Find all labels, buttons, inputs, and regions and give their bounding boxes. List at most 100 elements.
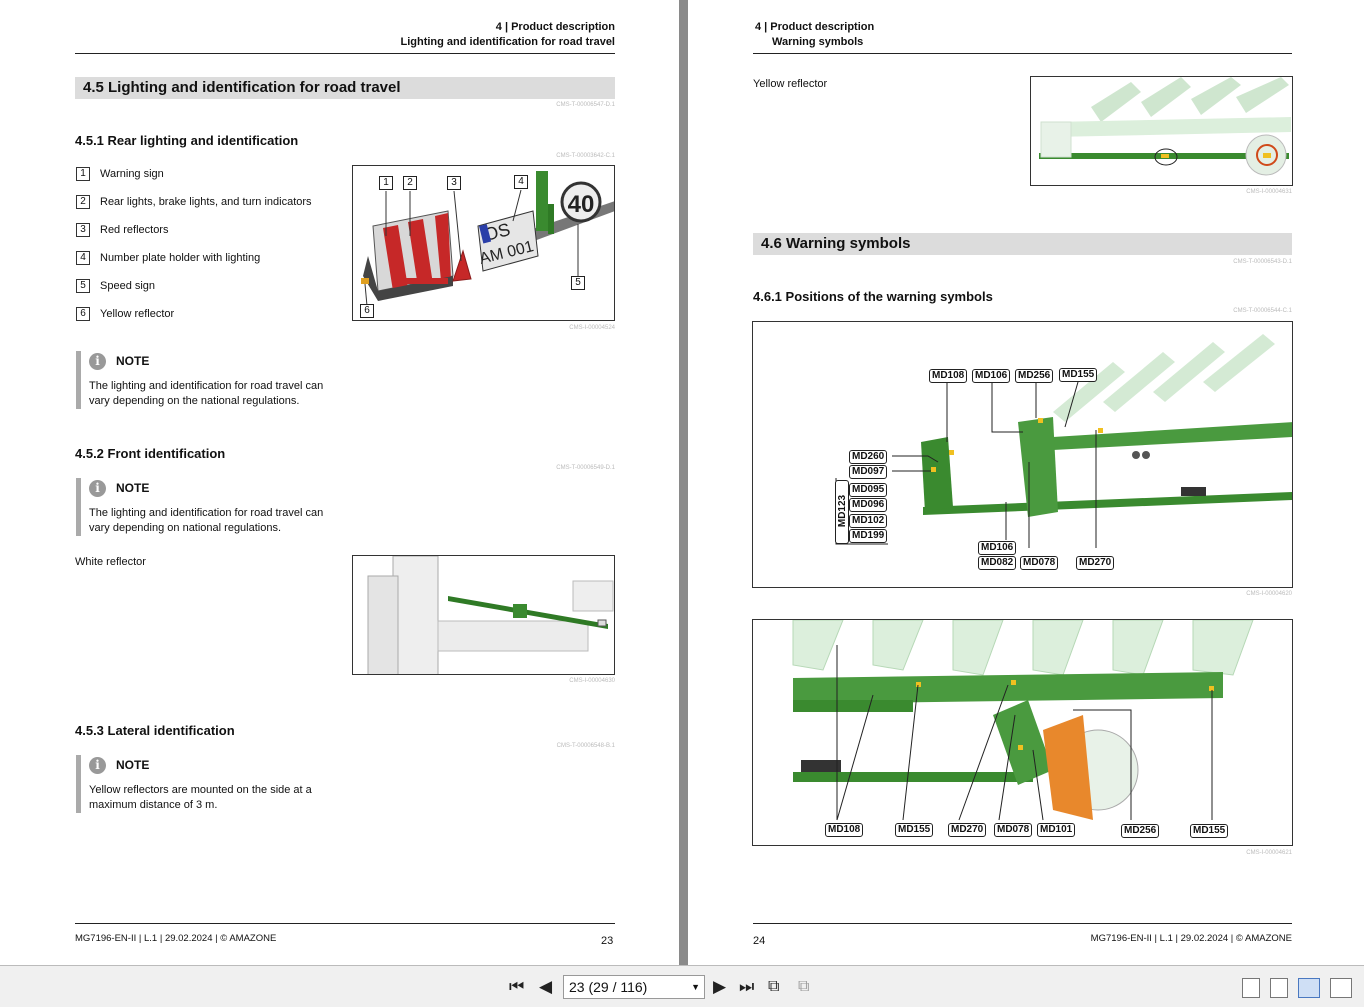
subsection-title: 4.5.3 Lateral identification xyxy=(75,723,235,738)
cms-code: CMS-T-00006544-C.1 xyxy=(1233,308,1292,314)
white-reflector-label: White reflector xyxy=(75,556,146,568)
footer-text: MG7196-EN-II | L.1 | 29.02.2024 | © AMAZ… xyxy=(75,933,277,944)
legend-item: 4 Number plate holder with lighting xyxy=(76,251,260,265)
warning-label: MD256 xyxy=(1015,369,1054,383)
viewer-toolbar: ⏮ ◀ 23 (29 / 116) ▼ ▶ ⏭ ⧉ ⧉ xyxy=(0,965,1364,1007)
callout-4: 4 xyxy=(514,175,528,189)
footer-text: MG7196-EN-II | L.1 | 29.02.2024 | © AMAZ… xyxy=(1090,933,1292,944)
footer-rule xyxy=(753,923,1292,924)
left-page: 4 | Product description Lighting and ide… xyxy=(0,0,679,965)
warning-label: MD078 xyxy=(1020,556,1059,570)
subsection-title: 4.5.1 Rear lighting and identification xyxy=(75,133,299,148)
page-header: 4 | Product description Warning symbols xyxy=(755,20,874,50)
header-section: Warning symbols xyxy=(772,36,864,48)
facing-continuous-icon[interactable] xyxy=(1330,978,1352,998)
cms-code: CMS-T-00003642-C.1 xyxy=(556,153,615,159)
back-view-icon[interactable]: ⧉ xyxy=(768,978,780,995)
legend-number: 3 xyxy=(76,223,90,237)
note-title: NOTE xyxy=(116,481,150,495)
page-header: 4 | Product description Lighting and ide… xyxy=(400,20,615,50)
callout-5: 5 xyxy=(571,276,585,290)
note-box: i NOTE The lighting and identification fo… xyxy=(76,478,339,536)
warning-label: MD256 xyxy=(1121,824,1160,838)
yellow-reflector-figure xyxy=(1030,76,1293,186)
warning-label: MD078 xyxy=(994,823,1033,837)
warning-label: MD155 xyxy=(1190,824,1229,838)
warning-label: MD096 xyxy=(849,498,888,512)
callout-1: 1 xyxy=(379,176,393,190)
cms-code: CMS-I-00004620 xyxy=(1246,591,1292,597)
cms-code: CMS-T-00006549-D.1 xyxy=(556,465,615,471)
warning-label: MD108 xyxy=(825,823,864,837)
cms-code: CMS-I-00004621 xyxy=(1246,850,1292,856)
header-chapter: 4 | Product description xyxy=(755,21,875,33)
section-title: 4.5 Lighting and identification for road… xyxy=(75,77,615,99)
footer-rule xyxy=(75,923,615,924)
warning-group-label: MD123 xyxy=(835,480,849,544)
warning-label: MD270 xyxy=(1076,556,1115,570)
cms-code: CMS-T-00006547-D.1 xyxy=(556,102,615,108)
subsection-title: 4.5.2 Front identification xyxy=(75,446,226,461)
cms-code: CMS-T-00006548-B.1 xyxy=(556,743,615,749)
legend-label: Yellow reflector xyxy=(100,308,175,320)
warning-label: MD082 xyxy=(978,556,1017,570)
info-icon: i xyxy=(89,479,106,497)
page-number: 24 xyxy=(753,935,766,947)
warning-label: MD106 xyxy=(972,369,1011,383)
callout-3: 3 xyxy=(447,176,461,190)
note-box: i NOTE The lighting and identification fo… xyxy=(76,351,339,409)
header-rule xyxy=(75,53,615,54)
page-selector[interactable]: 23 (29 / 116) ▼ xyxy=(563,975,705,999)
yellow-reflector-label: Yellow reflector xyxy=(753,78,828,90)
note-text: The lighting and identification for road… xyxy=(89,380,324,407)
subsection-title: 4.6.1 Positions of the warning symbols xyxy=(753,289,993,304)
warning-label: MD095 xyxy=(849,483,888,497)
header-rule xyxy=(753,53,1292,54)
note-title: NOTE xyxy=(116,758,150,772)
legend-label: Number plate holder with lighting xyxy=(100,252,261,264)
page-selector-value: 23 (29 / 116) xyxy=(569,979,648,995)
yellow-reflector-illustration xyxy=(1039,77,1291,176)
page-number: 23 xyxy=(601,935,614,947)
prev-page-icon[interactable]: ◀ xyxy=(539,977,553,996)
single-page-icon[interactable] xyxy=(1242,978,1260,998)
note-title: NOTE xyxy=(116,354,150,368)
warning-label: MD101 xyxy=(1037,823,1076,837)
section-title: 4.6 Warning symbols xyxy=(753,233,1292,255)
note-text: The lighting and identification for road… xyxy=(89,507,324,534)
warning-label: MD199 xyxy=(849,529,888,543)
facing-icon[interactable] xyxy=(1298,978,1320,998)
continuous-icon[interactable] xyxy=(1270,978,1288,998)
legend-number: 6 xyxy=(76,307,90,321)
rear-lighting-figure: OS AM 001 40 1 2 3 4 5 6 xyxy=(352,165,615,321)
chevron-down-icon: ▼ xyxy=(691,982,700,992)
rear-lighting-illustration: OS AM 001 40 xyxy=(361,171,614,307)
warning-symbols-illustration-front xyxy=(835,334,1292,548)
legend-label: Warning sign xyxy=(100,168,164,180)
warning-symbols-figure-side: MD108 MD155 MD270 MD078 MD101 MD256 MD15… xyxy=(752,619,1293,846)
warning-label: MD260 xyxy=(849,450,888,464)
speed-sign-text: 40 xyxy=(568,191,595,218)
legend-label: Red reflectors xyxy=(100,224,169,236)
callout-6: 6 xyxy=(360,304,374,318)
warning-label: MD108 xyxy=(929,369,968,383)
cms-code: CMS-I-00004524 xyxy=(569,325,615,331)
cms-code: CMS-T-00006543-D.1 xyxy=(1233,259,1292,265)
legend-number: 2 xyxy=(76,195,90,209)
right-page: 4 | Product description Warning symbols … xyxy=(688,0,1364,965)
legend-number: 4 xyxy=(76,251,90,265)
info-icon: i xyxy=(89,352,106,370)
forward-view-icon[interactable]: ⧉ xyxy=(798,978,810,995)
legend-label: Speed sign xyxy=(100,280,156,292)
cms-code: CMS-I-00004630 xyxy=(569,678,615,684)
next-page-icon[interactable]: ▶ xyxy=(713,977,727,996)
first-page-icon[interactable]: ⏮ xyxy=(509,977,525,996)
group-label-text: MD123 xyxy=(837,494,848,528)
last-page-icon[interactable]: ⏭ xyxy=(739,977,755,996)
legend-item: 6 Yellow reflector xyxy=(76,307,174,321)
info-icon: i xyxy=(89,756,106,774)
